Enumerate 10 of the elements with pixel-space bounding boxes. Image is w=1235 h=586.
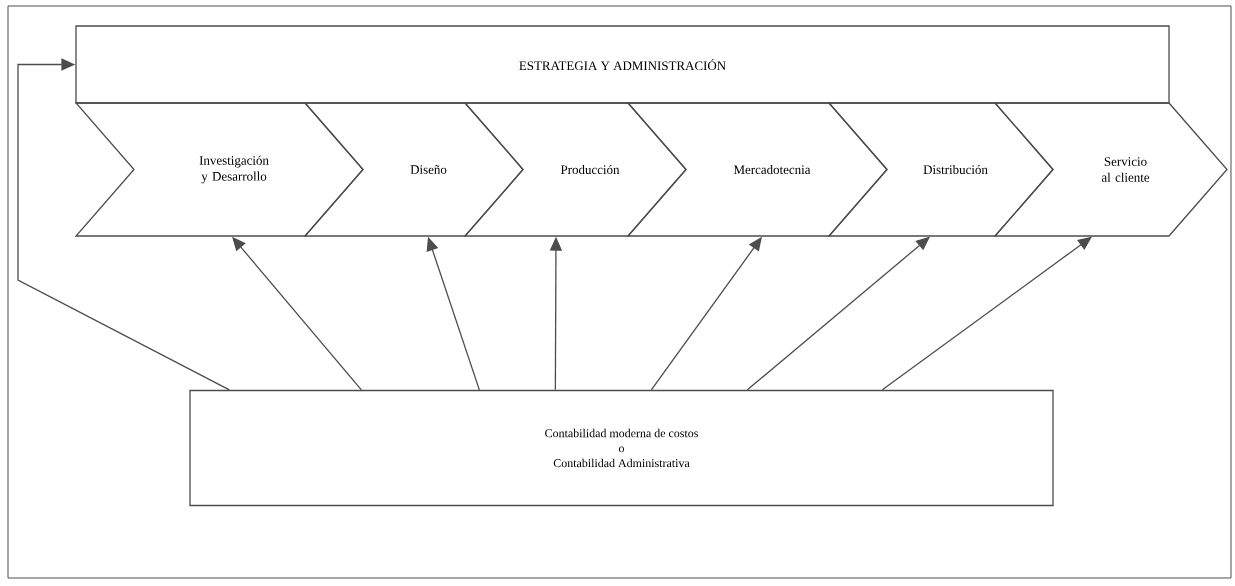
chevron-step: Distribución [827,102,1054,237]
chevron-step: Servicio al cliente [993,102,1228,237]
chevron-step: Investigación y Desarrollo [74,102,364,237]
header-box: ESTRATEGIA Y ADMINISTRACIÓN [75,25,1170,104]
chevron-step: Mercadotecnia [626,102,888,237]
process-box: Contabilidad moderna de costos o Contabilidad Administrativa [189,389,1054,507]
chevron-step: Producción [463,102,687,237]
arrow [881,236,1092,391]
chevron-step: Diseño [303,102,524,237]
arrow [17,58,230,391]
